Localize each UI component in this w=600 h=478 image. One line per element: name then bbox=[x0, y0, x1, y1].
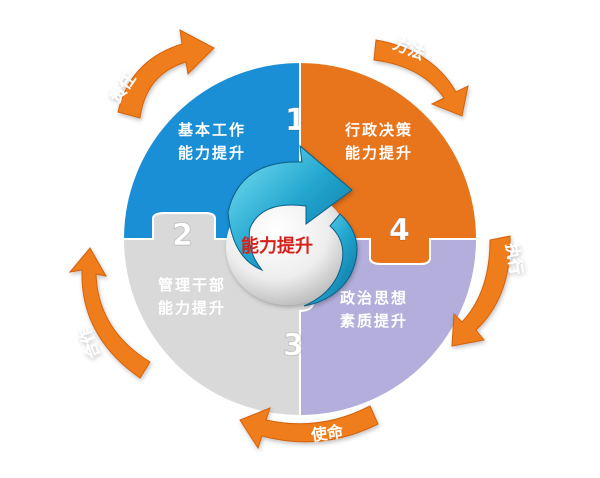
quadrant-2-line2: 能力提升 bbox=[158, 299, 226, 317]
quadrant-2-number: 2 bbox=[172, 218, 193, 253]
quadrant-4-number: 4 bbox=[389, 213, 410, 248]
center-sphere bbox=[226, 189, 350, 305]
arrow-mission-icon bbox=[239, 405, 379, 450]
arrow-cooperation-icon bbox=[68, 247, 151, 379]
quadrant-1-line2: 能力提升 bbox=[178, 144, 246, 162]
arrow-responsibility-icon bbox=[117, 29, 215, 119]
center-emblem: 能力提升 bbox=[226, 144, 358, 307]
swirl-arrow-icon bbox=[227, 144, 353, 272]
arrow-execution: 执行 bbox=[451, 235, 526, 347]
arrow-mission-label: 使命 bbox=[309, 422, 345, 446]
arrow-execution-icon bbox=[451, 235, 511, 347]
swirl-tail-icon bbox=[303, 213, 358, 307]
quadrant-4-line1: 行政决策 bbox=[344, 121, 413, 139]
quadrant-3-number: 3 bbox=[283, 328, 304, 363]
arrow-cooperation: 合作 bbox=[68, 247, 151, 379]
center-label: 能力提升 bbox=[241, 235, 313, 257]
quadrant-3-line1: 政治思想 bbox=[340, 289, 408, 307]
quadrant-1-line1: 基本工作 bbox=[177, 121, 246, 139]
arrow-method-icon bbox=[373, 39, 469, 117]
quadrant-2-line1: 管理干部 bbox=[158, 276, 226, 294]
quadrant-3-line2: 素质提升 bbox=[340, 312, 408, 330]
arrow-mission: 使命 bbox=[239, 405, 379, 450]
quadrant-4-line2: 能力提升 bbox=[345, 144, 413, 162]
